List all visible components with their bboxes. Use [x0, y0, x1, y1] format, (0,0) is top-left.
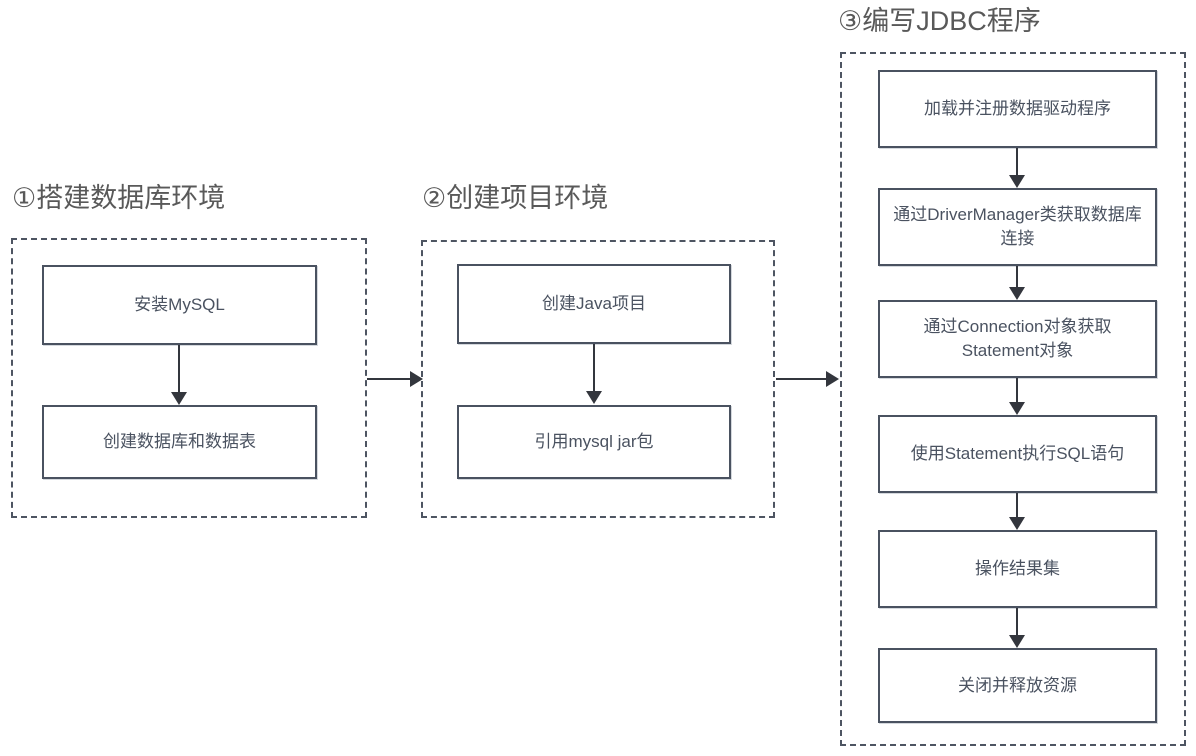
arrow-head-group2-to-group3: [826, 371, 839, 387]
arrow-head-get-statement-to-execute-sql: [1009, 402, 1025, 415]
arrow-head-execute-sql-to-process-result-set: [1009, 517, 1025, 530]
node-load-and-register-driver[interactable]: 加载并注册数据驱动程序: [878, 70, 1157, 148]
arrow-get-statement-to-execute-sql: [1016, 378, 1018, 402]
arrow-install-mysql-to-create-database: [178, 345, 180, 392]
node-close-and-release-resources[interactable]: 关闭并释放资源: [878, 648, 1157, 723]
node-get-statement-from-connection-label: 通过Connection对象获取Statement对象: [923, 317, 1112, 360]
node-get-statement-from-connection[interactable]: 通过Connection对象获取Statement对象: [878, 300, 1157, 378]
group-container-create-project-environment: [421, 240, 775, 518]
node-execute-sql-with-statement-label: 使用Statement执行SQL语句: [910, 444, 1125, 463]
arrow-process-result-set-to-close-resources: [1016, 608, 1018, 635]
arrow-head-process-result-set-to-close-resources: [1009, 635, 1025, 648]
node-process-result-set-label: 操作结果集: [975, 559, 1060, 578]
node-create-database-and-tables-label: 创建数据库和数据表: [103, 432, 256, 451]
node-install-mysql-label: 安装MySQL: [134, 295, 225, 314]
group-title-setup-database-environment: ①搭建数据库环境: [12, 183, 226, 213]
arrow-head-group1-to-group2: [410, 371, 423, 387]
arrow-group1-to-group2: [367, 378, 410, 380]
arrow-head-load-driver-to-get-connection: [1009, 175, 1025, 188]
node-get-connection-via-drivermanager[interactable]: 通过DriverManager类获取数据库连接: [878, 188, 1157, 266]
node-create-java-project[interactable]: 创建Java项目: [457, 264, 731, 344]
node-create-database-and-tables[interactable]: 创建数据库和数据表: [42, 405, 317, 479]
group-title-write-jdbc-program: ③编写JDBC程序: [838, 6, 1041, 36]
group-title-create-project-environment: ②创建项目环境: [422, 183, 609, 213]
arrow-create-java-project-to-import-jar: [593, 344, 595, 391]
node-process-result-set[interactable]: 操作结果集: [878, 530, 1157, 608]
arrow-head-install-mysql-to-create-database: [171, 392, 187, 405]
node-create-java-project-label: 创建Java项目: [542, 294, 646, 313]
node-close-and-release-resources-label: 关闭并释放资源: [958, 675, 1077, 695]
arrow-load-driver-to-get-connection: [1016, 148, 1018, 175]
node-get-connection-via-drivermanager-label: 通过DriverManager类获取数据库连接: [893, 205, 1142, 248]
arrow-head-create-java-project-to-import-jar: [586, 391, 602, 404]
arrow-group2-to-group3: [776, 378, 826, 380]
node-execute-sql-with-statement[interactable]: 使用Statement执行SQL语句: [878, 415, 1157, 493]
arrow-execute-sql-to-process-result-set: [1016, 493, 1018, 517]
node-load-and-register-driver-label: 加载并注册数据驱动程序: [924, 99, 1111, 118]
node-import-mysql-jar-label: 引用mysql jar包: [534, 432, 654, 451]
group-container-write-jdbc-program: [840, 52, 1186, 746]
arrow-head-get-connection-to-get-statement: [1009, 287, 1025, 300]
group-container-setup-database-environment: [11, 238, 367, 518]
arrow-get-connection-to-get-statement: [1016, 266, 1018, 287]
node-import-mysql-jar[interactable]: 引用mysql jar包: [457, 405, 731, 479]
node-install-mysql[interactable]: 安装MySQL: [42, 265, 317, 345]
